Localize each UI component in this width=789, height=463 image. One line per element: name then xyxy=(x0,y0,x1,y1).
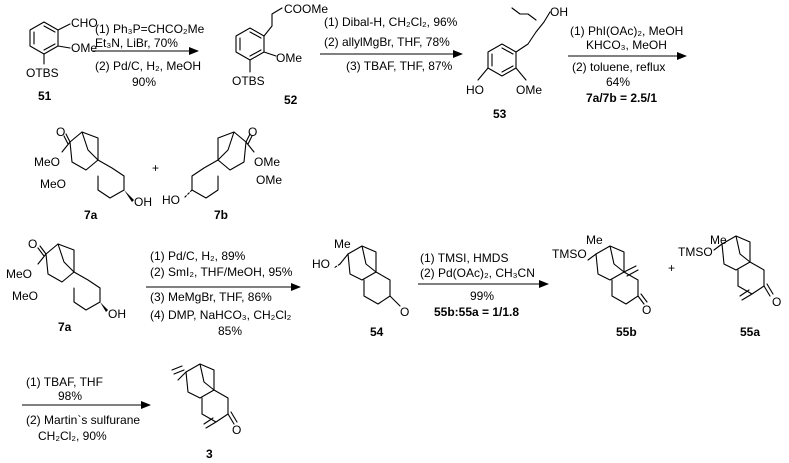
compound-number: 7a xyxy=(58,320,72,334)
condition-text: 98% xyxy=(58,389,82,403)
condition-text: (4) DMP, NaHCO₃, CH₂Cl₂ xyxy=(150,308,292,322)
atom-label: MeO xyxy=(40,177,66,191)
condition-text: (2) toluene, reflux xyxy=(572,60,665,74)
condition-text: (1) TMSI, HMDS xyxy=(420,251,508,265)
plus-sign: + xyxy=(152,161,159,175)
condition-text: 64% xyxy=(606,75,630,89)
atom-label: OH xyxy=(134,195,152,209)
atom-label: MeO xyxy=(34,155,60,169)
condition-text: (1) Dibal-H, CH₂Cl₂, 96% xyxy=(324,15,458,29)
atom-label: OMe xyxy=(256,173,282,187)
compound-55a: Me TMSO O 55a xyxy=(678,233,781,339)
atom-label: OH xyxy=(108,307,126,321)
reaction-arrow-3: (1) PhI(OAc)₂, MeOH KHCO₃, MeOH (2) tolu… xyxy=(568,24,687,105)
compound-number: 52 xyxy=(284,93,298,107)
compound-number: 55b xyxy=(616,325,637,339)
reaction-arrow-6: (1) TBAF, THF 98% (2) Martin`s sulfurane… xyxy=(22,375,151,443)
condition-text: 7a/7b = 2.5/1 xyxy=(586,91,657,105)
compound-7a-repeat: O MeO MeO OH 7a xyxy=(6,237,126,334)
condition-text: 85% xyxy=(218,324,242,338)
atom-label: OTBS xyxy=(232,74,265,88)
atom-label: OH xyxy=(550,5,568,19)
compound-52: COOMe OMe OTBS 52 xyxy=(232,2,328,107)
condition-text: CH₂Cl₂, 90% xyxy=(38,429,107,443)
atom-label: MeO xyxy=(6,267,32,281)
atom-label: Me xyxy=(710,233,727,247)
atom-label: OMe xyxy=(276,51,302,65)
condition-text: (1) Ph₃P=CHCO₂Me xyxy=(95,22,205,36)
compound-3: O 3 xyxy=(171,363,241,461)
condition-text: (3) MeMgBr, THF, 86% xyxy=(150,290,272,304)
atom-label: HO xyxy=(162,193,180,207)
atom-label: O xyxy=(28,237,37,251)
atom-label: O xyxy=(642,303,651,317)
compound-number: 54 xyxy=(370,325,384,339)
atom-label: O xyxy=(772,295,781,309)
condition-text: (1) PhI(OAc)₂, MeOH xyxy=(570,24,683,38)
condition-text: (2) SmI₂, THF/MeOH, 95% xyxy=(150,265,293,279)
reaction-arrow-4: (1) Pd/C, H₂, 89% (2) SmI₂, THF/MeOH, 95… xyxy=(146,249,301,338)
compound-number: 7b xyxy=(214,208,228,222)
plus-sign: + xyxy=(668,261,675,275)
reaction-arrow-2: (1) Dibal-H, CH₂Cl₂, 96% (2) allylMgBr, … xyxy=(320,15,463,73)
compound-7b: O OMe OMe HO 7b xyxy=(162,125,282,222)
compound-51: CHO OMe OTBS 51 xyxy=(26,16,98,103)
atom-label: CHO xyxy=(71,16,98,30)
compound-7a: O MeO MeO OH 7a xyxy=(34,125,152,222)
compound-number: 51 xyxy=(38,89,52,103)
atom-label: Me xyxy=(586,233,603,247)
atom-label: O xyxy=(232,423,241,437)
compound-53: OH HO OMe 53 xyxy=(466,5,568,121)
condition-text: (2) Martin`s sulfurane xyxy=(26,413,140,427)
condition-text: (1) Pd/C, H₂, 89% xyxy=(150,249,246,263)
atom-label: O xyxy=(248,125,257,139)
atom-label: COOMe xyxy=(284,2,328,16)
compound-54: Me HO O 54 xyxy=(312,237,409,339)
atom-label: TMSO xyxy=(678,245,713,259)
atom-label: OMe xyxy=(71,41,97,55)
condition-text: (2) Pd/C, H₂, MeOH xyxy=(95,59,201,73)
compound-number: 3 xyxy=(206,447,213,461)
atom-label: HO xyxy=(312,257,330,271)
atom-label: O xyxy=(400,305,409,319)
compound-number: 7a xyxy=(84,208,98,222)
atom-label: Me xyxy=(334,237,351,251)
atom-label: OTBS xyxy=(26,66,59,80)
atom-label: O xyxy=(56,125,65,139)
condition-text: 55b:55a = 1/1.8 xyxy=(434,305,519,319)
compound-number: 53 xyxy=(493,107,507,121)
condition-text: (3) TBAF, THF, 87% xyxy=(346,59,453,73)
condition-text: Et₃N, LiBr, 70% xyxy=(95,36,178,50)
condition-text: KHCO₃, MeOH xyxy=(586,38,667,52)
compound-55b: Me TMSO O 55b xyxy=(552,233,651,339)
reaction-arrow-1: (1) Ph₃P=CHCO₂Me Et₃N, LiBr, 70% (2) Pd/… xyxy=(92,22,205,89)
atom-label: HO xyxy=(466,83,484,97)
condition-text: 90% xyxy=(132,75,156,89)
condition-text: (2) Pd(OAc)₂, CH₃CN xyxy=(420,266,535,280)
condition-text: 99% xyxy=(470,289,494,303)
atom-label: OMe xyxy=(516,83,542,97)
atom-label: OMe xyxy=(254,155,280,169)
compound-number: 55a xyxy=(740,325,760,339)
atom-label: MeO xyxy=(12,289,38,303)
condition-text: (2) allylMgBr, THF, 78% xyxy=(324,35,450,49)
atom-label: TMSO xyxy=(552,247,587,261)
condition-text: (1) TBAF, THF xyxy=(26,375,103,389)
reaction-arrow-5: (1) TMSI, HMDS (2) Pd(OAc)₂, CH₃CN 99% 5… xyxy=(418,251,549,319)
